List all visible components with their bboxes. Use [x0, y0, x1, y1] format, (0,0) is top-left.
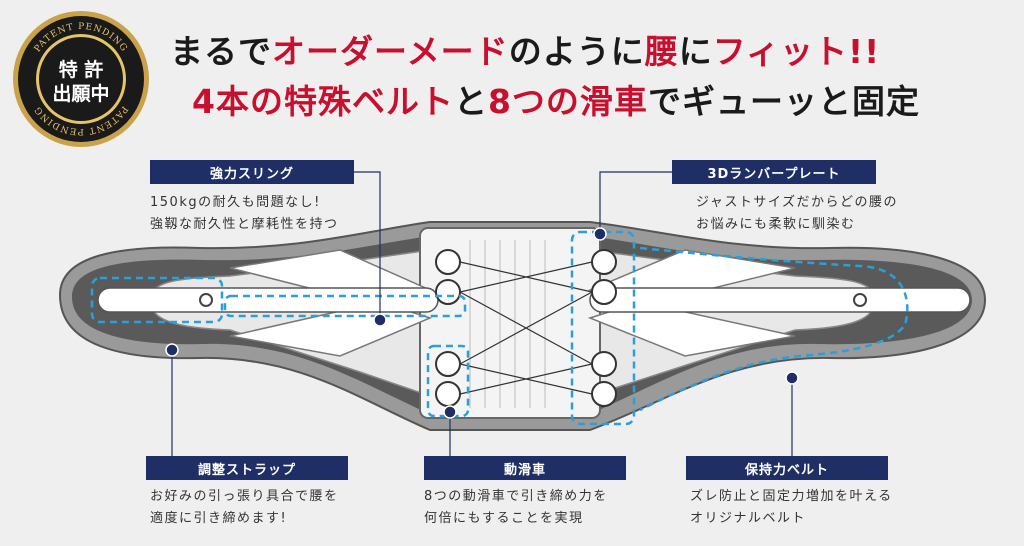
leader-dot-pulley [443, 405, 457, 419]
headline-line2: 4本の特殊ベルトと8つの滑車でギューッと固定 [192, 82, 920, 121]
pulley [435, 279, 461, 305]
adjust-strap-left [97, 287, 439, 313]
leader-dot-strap [165, 343, 179, 357]
label-strap: 調整ストラップ [146, 456, 348, 480]
pulley [435, 381, 461, 407]
leader-dot-lumbar [593, 227, 607, 241]
leader-dot-sling [373, 313, 387, 327]
seal-line1: 特 許 [59, 58, 104, 81]
pulley [591, 279, 617, 305]
desc-pulley: 8つの動滑車で引き締め力を 何倍にもすることを実現 [424, 489, 608, 526]
leader-sling [353, 171, 381, 320]
seal-center [39, 37, 123, 121]
sling-strap-right-lower [587, 301, 796, 357]
highlight-sling [223, 294, 467, 318]
patent-pending-seal: PATENT PENDING PATENT PENDING 特 許 出願中 [13, 11, 149, 147]
pulley [591, 351, 617, 377]
adjust-strap-right [589, 287, 971, 313]
label-belt: 保持力ベルト [686, 456, 888, 480]
pulley [435, 249, 461, 275]
pulley [591, 381, 617, 407]
leader-dot-belt [785, 371, 799, 385]
desc-strap: お好みの引っ張り具合で腰を 適度に引き締めます! [150, 489, 339, 526]
desc-belt: ズレ防止と固定力増加を叶える オリジナルベルト [690, 489, 893, 526]
leader-lumbar [599, 171, 672, 234]
desc-lumbar: ジャストサイズだからどの腰の お悩みにも柔軟に馴染む [696, 195, 898, 232]
pulley [435, 351, 461, 377]
headline-line1: まるでオーダーメードのように腰にフィット!! [170, 32, 881, 71]
pulley [591, 249, 617, 275]
strap-rivet-left [199, 293, 213, 307]
highlight-lumbar [570, 230, 636, 426]
highlight-hold-belt [639, 246, 909, 412]
strap-rivet-right [853, 293, 867, 307]
label-sling: 強力スリング [150, 160, 354, 184]
label-pulley: 動滑車 [424, 456, 626, 480]
seal-line2: 出願中 [52, 82, 109, 105]
desc-sling: 150kgの耐久も問題なし! 強靱な耐久性と摩耗性を持つ [150, 195, 339, 232]
headline: まるでオーダーメードのように腰にフィット!! 4本の特殊ベルトと8つの滑車でギュ… [170, 30, 1010, 124]
label-lumbar: 3Dランバープレート [672, 160, 876, 184]
highlight-pulley-left [426, 344, 470, 418]
